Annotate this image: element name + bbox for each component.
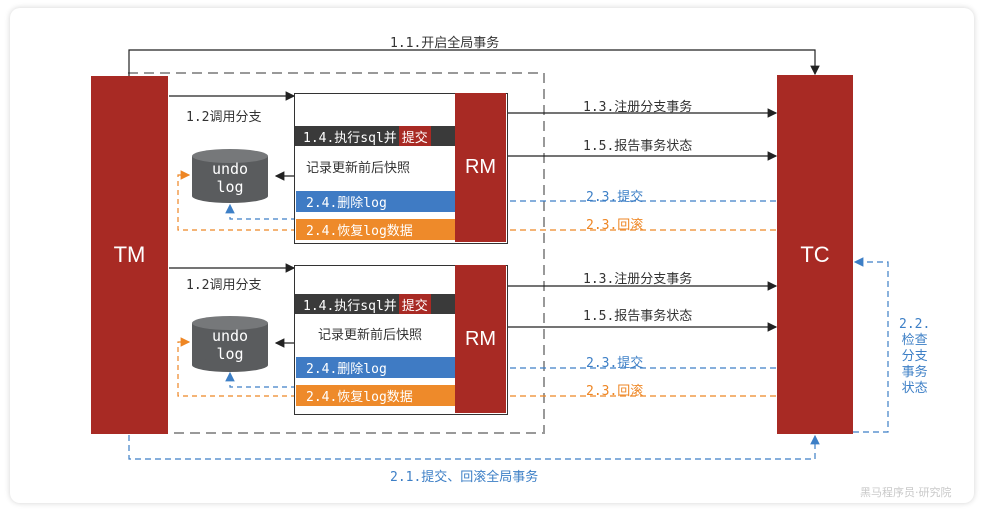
- global-transaction-boundary: [127, 72, 545, 434]
- check-branch-label: 2.2. 检查 分支 事务 状态: [899, 317, 931, 396]
- call-branch-label: 1.2调用分支: [186, 278, 262, 293]
- watermark: 黑马程序员·研究院: [860, 486, 952, 499]
- tc-label: TC: [800, 241, 830, 267]
- rm-node-1: RM: [455, 93, 506, 242]
- commit-rollback-global-label: 2.1.提交、回滚全局事务: [390, 470, 539, 485]
- exec-sql-commit-step: 1.4.执行sql并提交: [295, 126, 455, 146]
- restore-log-arrow: [177, 170, 296, 231]
- tm-node: TM: [91, 76, 168, 434]
- delete-log-step: 2.4.删除log: [296, 191, 455, 212]
- undo-log-text-1: undo log: [211, 160, 249, 196]
- register-branch-label: 1.3.注册分支事务: [583, 272, 693, 287]
- start-global-arrow: [128, 49, 820, 76]
- start-global-label: 1.1.开启全局事务: [390, 36, 500, 51]
- restore-log-step: 2.4.恢复log数据: [296, 385, 455, 406]
- snapshot-label: 记录更新前后快照: [318, 328, 423, 343]
- delete-log-arrow: [225, 203, 296, 220]
- restore-log-arrow-2: [177, 337, 296, 397]
- undo-log-cylinder-2: [192, 316, 268, 372]
- tc-node: TC: [777, 75, 853, 434]
- rm-node-2: RM: [455, 265, 506, 413]
- check-branch-arrow: [853, 257, 889, 433]
- exec-sql-commit-step: 1.4.执行sql并提交: [295, 294, 455, 314]
- call-branch-label: 1.2调用分支: [186, 110, 262, 125]
- undo-log-text-2: undo log: [211, 327, 249, 363]
- delete-log-arrow-2: [225, 371, 296, 388]
- branch-rollback-label: 2.3.回滚: [586, 218, 644, 233]
- branch-rollback-label: 2.3.回滚: [586, 384, 644, 399]
- undo-log-cylinder-1: [192, 149, 268, 203]
- delete-log-step: 2.4.删除log: [296, 357, 455, 378]
- rm-label: RM: [464, 156, 497, 178]
- rm-label: RM: [464, 327, 497, 350]
- tm-label: TM: [113, 242, 146, 267]
- commit-rollback-global-arrow: [128, 434, 820, 460]
- branch-commit-label: 2.3.提交: [586, 190, 644, 205]
- report-status-label: 1.5.报告事务状态: [583, 309, 693, 324]
- report-status-label: 1.5.报告事务状态: [583, 139, 693, 154]
- register-branch-label: 1.3.注册分支事务: [583, 100, 693, 115]
- restore-log-step: 2.4.恢复log数据: [296, 219, 455, 240]
- snapshot-label: 记录更新前后快照: [306, 161, 411, 176]
- branch-commit-label: 2.3.提交: [586, 356, 644, 371]
